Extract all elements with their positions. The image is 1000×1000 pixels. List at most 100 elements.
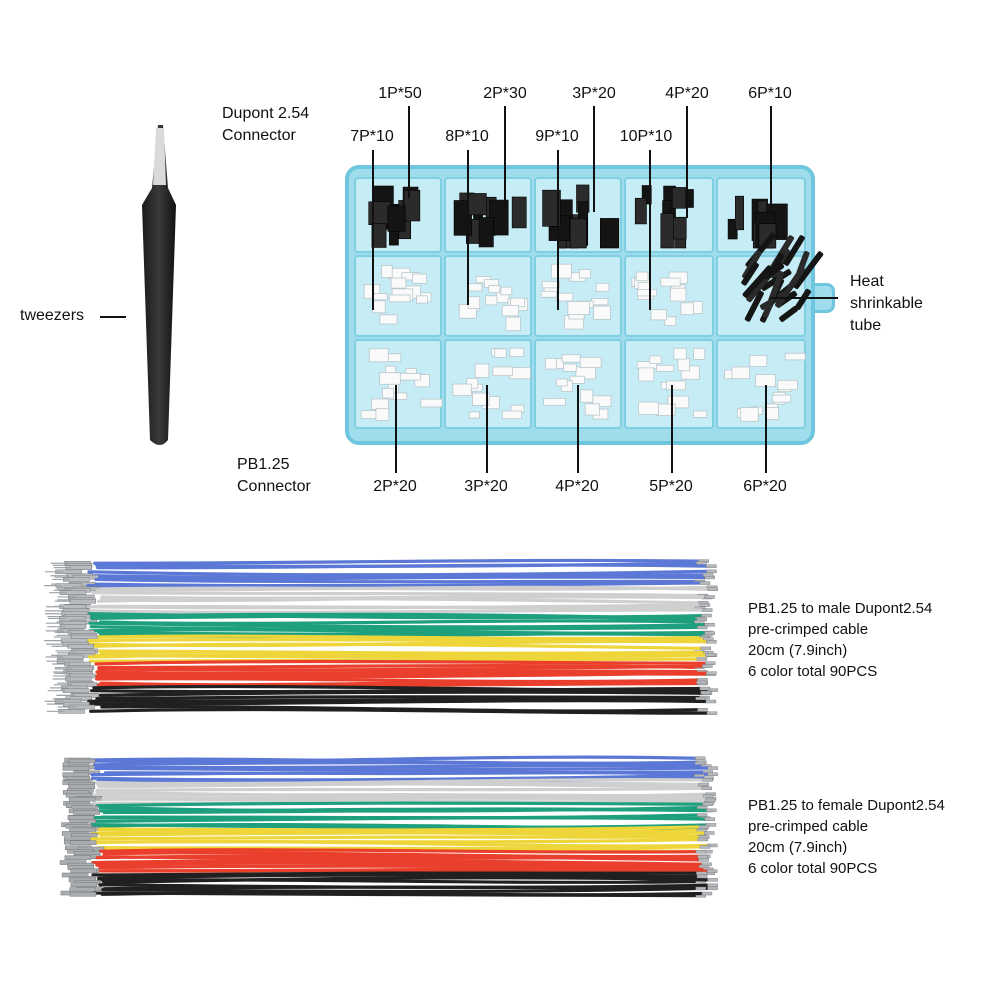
dupont-terminal (46, 641, 89, 647)
dupont-terminal (52, 696, 92, 701)
pb-terminal (698, 825, 710, 829)
wire (92, 684, 710, 692)
dupont-terminal (61, 872, 89, 878)
dupont-terminal (51, 644, 95, 649)
wire (96, 671, 708, 677)
wire (88, 657, 699, 663)
leader-1p50 (408, 106, 410, 198)
dupont-terminal (56, 633, 97, 638)
wire (102, 808, 708, 815)
dupont-terminal (73, 810, 100, 815)
dupont-terminal (71, 832, 98, 838)
pb-terminal (694, 665, 705, 670)
pb-terminal (702, 794, 714, 798)
pb-terminal (703, 650, 714, 655)
wire (93, 580, 696, 588)
wire (98, 825, 701, 832)
dupont-terminal (68, 877, 96, 883)
dupont-terminal (52, 669, 90, 675)
pb-terminal (707, 772, 718, 776)
dupont-terminal (54, 665, 95, 670)
wire (96, 680, 699, 687)
pb-terminal (697, 826, 709, 830)
wire (91, 778, 705, 786)
wire (89, 707, 709, 715)
wire (93, 755, 697, 764)
dupont-terminal (69, 840, 97, 845)
dupont-terminal (75, 796, 103, 801)
pb-terminal (702, 770, 713, 774)
female-cable-line: pre-crimped cable (748, 818, 869, 835)
wire (89, 699, 708, 706)
dupont-terminal (44, 569, 82, 575)
wire (98, 805, 699, 813)
dupont-terminal (63, 836, 91, 841)
dupont-terminal (54, 671, 93, 676)
dupont-terminal (73, 770, 101, 776)
tweezers-leader (100, 316, 126, 318)
dupont-title-line1: Dupont 2.54 (222, 105, 310, 122)
dupont-terminal (70, 882, 98, 888)
pb-title-line1: PB1.25 (237, 456, 290, 473)
pb-terminal (701, 786, 713, 791)
dupont-terminal (50, 573, 93, 578)
wire (97, 845, 702, 851)
wire (90, 837, 700, 844)
pb-terminal (696, 680, 707, 685)
pb-terminal (696, 760, 707, 764)
pb-terminal (695, 849, 707, 854)
pb-terminal (704, 817, 716, 821)
leader-pb-2p20 (395, 385, 397, 473)
dupont-terminal (67, 862, 94, 868)
dupont-terminal (46, 620, 87, 626)
wire (94, 766, 710, 772)
dupont-terminal (47, 688, 90, 693)
wire (90, 757, 698, 765)
pb-terminal (696, 834, 707, 839)
pb-terminal (696, 871, 707, 875)
label-9p10: 9P*10 (535, 128, 579, 145)
wire (97, 664, 704, 672)
pb-terminal (695, 697, 706, 701)
pb-terminal (704, 622, 715, 627)
pb-terminal (707, 878, 718, 882)
wire (97, 630, 704, 637)
dupont-terminal (50, 561, 91, 566)
dupont-terminal (72, 868, 100, 874)
label-10p10: 10P*10 (619, 128, 673, 145)
wire (94, 659, 707, 666)
dupont-terminal (52, 673, 96, 679)
label-1p50: 1P*50 (378, 85, 422, 102)
dupont-terminal (70, 868, 97, 874)
pb-terminal (707, 869, 718, 873)
wire (90, 770, 710, 777)
wire (92, 891, 698, 898)
dupont-terminal (57, 650, 96, 656)
dupont-terminal (66, 778, 93, 784)
wire (94, 816, 707, 823)
pb-terminal (694, 620, 705, 624)
wire (103, 847, 705, 854)
pb-terminal (700, 690, 711, 695)
wire (90, 614, 699, 622)
dupont-terminal (45, 654, 84, 660)
pb-terminal (706, 808, 717, 813)
wire (95, 854, 701, 862)
wire (99, 650, 705, 656)
dupont-terminal (64, 839, 91, 845)
pb-terminal (703, 831, 715, 835)
label-4p20: 4P*20 (665, 85, 709, 102)
wire (90, 835, 701, 841)
pb-terminal (706, 653, 718, 657)
wire (100, 813, 699, 820)
pb-terminal (702, 849, 713, 854)
wire (98, 631, 707, 638)
wire (88, 621, 707, 629)
pb-terminal (703, 801, 715, 805)
pb-terminal (698, 601, 709, 605)
pb-terminal (696, 670, 708, 674)
heat-tube-line2: shrinkable (850, 295, 923, 312)
wire (101, 855, 700, 860)
dupont-terminal (54, 598, 97, 604)
pb-terminal (705, 796, 717, 801)
